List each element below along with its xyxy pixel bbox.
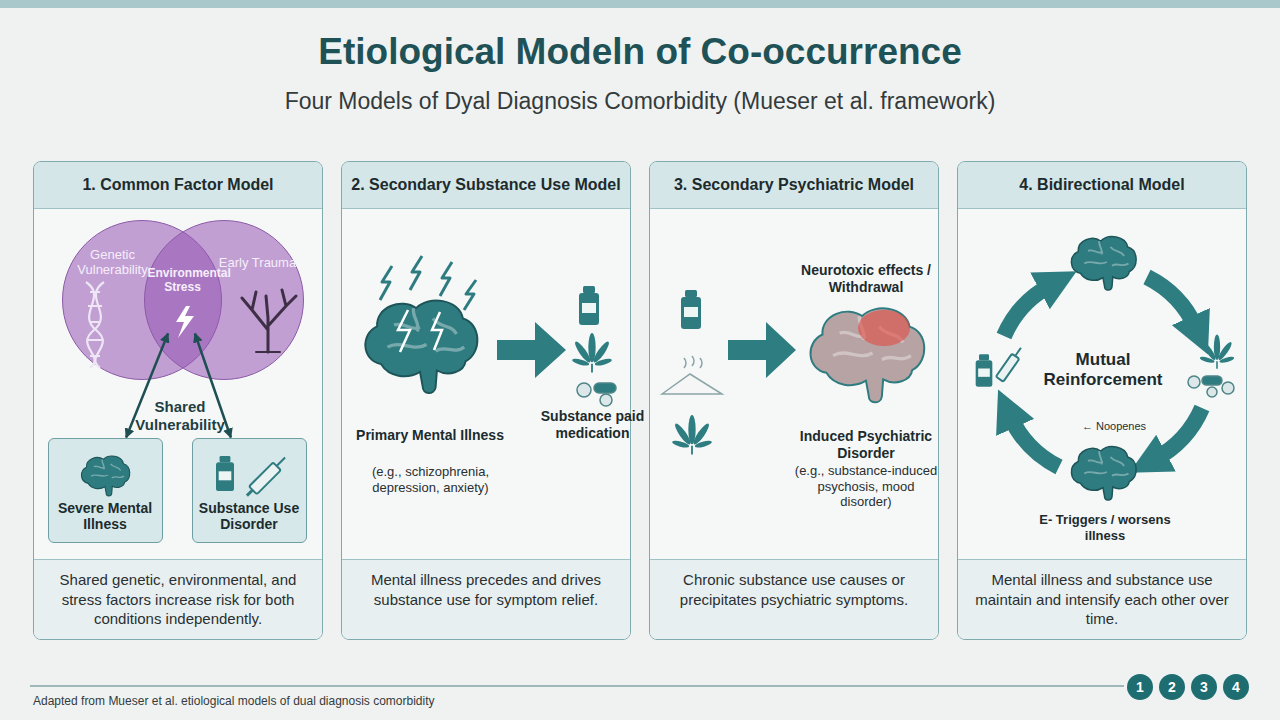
- panel-heading: 4. Bidirectional Model: [958, 162, 1246, 209]
- annotation: Neurotoxic effects / Withdrawal: [791, 262, 941, 296]
- callout-number: 2: [1159, 674, 1185, 700]
- panel-description: Mental illness and substance use maintai…: [958, 559, 1246, 639]
- model-panel: 4. Bidirectional ModelMental illness and…: [957, 161, 1247, 640]
- callout-number: 4: [1223, 674, 1249, 700]
- factor-label: Environmental Stress: [148, 266, 218, 295]
- annotation: Shared Vulnerability: [130, 398, 230, 434]
- box-label: Severe Mental Illness: [53, 500, 158, 532]
- diagram-title: Etiological Modeln of Co-occurrence: [0, 30, 1280, 74]
- panel-description: Chronic substance use causes or precipit…: [650, 559, 938, 639]
- annotation: ← Noopenes: [1068, 420, 1160, 433]
- factor-label: Genetic Vulnerability: [73, 247, 153, 278]
- vulnerability-arrow: [195, 334, 231, 438]
- panel-heading: 3. Secondary Psychiatric Model: [650, 162, 938, 209]
- annotation: E- Triggers / worsens illness: [1033, 512, 1177, 543]
- model-panel: 3. Secondary Psychiatric ModelChronic su…: [649, 161, 939, 640]
- panel-heading: 2. Secondary Substance Use Model: [342, 162, 630, 209]
- annotation: (e.g., schizophrenia, depression, anxiet…: [348, 464, 513, 495]
- callout-number: 1: [1127, 674, 1153, 700]
- factor-label: Early Trauma: [219, 255, 297, 271]
- annotation: Substance paid medication: [540, 408, 645, 442]
- box-label: Substance Use Disorder: [197, 500, 302, 532]
- annotation: (e.g., substance-induced psychosis, mood…: [794, 463, 938, 510]
- subtitle: Four Models of Dyal Diagnosis Comorbidit…: [0, 88, 1280, 116]
- annotation: Primary Mental Illness: [350, 427, 510, 444]
- condition-box: Substance Use Disorder: [192, 438, 307, 543]
- annotation: Induced Psychiatric Disorder: [786, 428, 946, 462]
- caption: Adapted from Mueser et al. etiological m…: [33, 694, 435, 708]
- vulnerability-arrow: [126, 334, 168, 438]
- condition-box: Severe Mental Illness: [48, 438, 163, 543]
- footer-rule: [30, 685, 1124, 686]
- annotation: Mutual Reinforcement: [1043, 350, 1163, 391]
- panel-description: Mental illness precedes and drives subst…: [342, 559, 630, 639]
- factor-circle: Early Trauma: [144, 220, 304, 380]
- top-strip: [0, 0, 1280, 8]
- callout-number: 3: [1191, 674, 1217, 700]
- model-panel: 2. Secondary Substance Use ModelMental i…: [341, 161, 631, 640]
- panel-heading: 1. Common Factor Model: [34, 162, 322, 209]
- panel-description: Shared genetic, environmental, and stres…: [34, 559, 322, 639]
